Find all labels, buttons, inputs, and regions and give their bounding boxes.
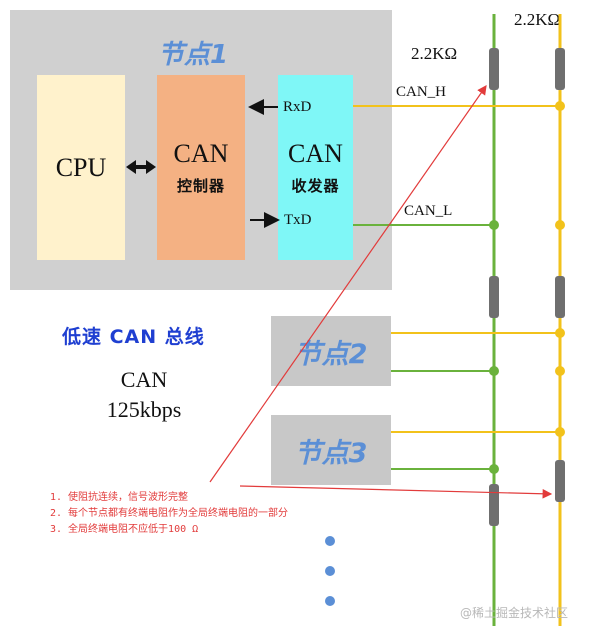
protocol-text: CAN [120,367,168,392]
baudrate-text: 125kbps [106,397,182,422]
resistor-icon [489,484,499,526]
resistor-left-label: 2.2KΩ [411,44,458,63]
can-transceiver-label: CAN [288,139,343,168]
can-transceiver-box: CAN 收发器 [278,75,353,260]
continuation-dot [325,596,335,606]
node3-box: 节点3 [271,415,391,485]
note-2: 2. 每个节点都有终端电阻作为全局终端电阻的一部分 [50,508,289,519]
node1-title: 节点1 [158,40,229,70]
watermark: @稀土掘金技术社区 [460,606,569,620]
txd-label: TxD [284,212,312,228]
bus-type-title: 低速 CAN 总线 [62,326,205,348]
node2-box: 节点2 [271,316,391,386]
node3-title: 节点3 [294,437,368,469]
annotation-arrow [239,485,553,499]
speed-label: CAN 125kbps [84,365,204,425]
cpu-label: CPU [55,152,107,182]
junction-dot [555,427,565,437]
resistor-icon [555,48,565,90]
can-h-label: CAN_H [396,84,447,100]
junction-dot [489,366,499,376]
rxd-label: RxD [283,99,312,115]
can-controller-label: CAN [173,139,229,168]
annotation-arrow [209,85,487,483]
can-l-label: CAN_L [404,203,453,219]
junction-dot [489,464,499,474]
junction-dot [555,328,565,338]
junction-dot [555,366,565,376]
can-transceiver-sublabel: 收发器 [291,177,340,195]
continuation-dot [325,566,335,576]
can-controller-box: CAN 控制器 [157,75,245,260]
resistor-icon [555,460,565,502]
junction-dot [555,220,565,230]
junction-dot [489,220,499,230]
cpu-controller-double-arrow [126,160,156,174]
junction-dot [555,101,565,111]
resistor-icon [489,48,499,90]
note-3: 3. 全局终端电阻不应低于100 Ω [50,524,199,535]
resistor-icon [555,276,565,318]
note-1: 1. 使阻抗连续，信号波形完整 [50,492,189,503]
resistor-right-label: 2.2KΩ [514,10,561,29]
can-controller-sublabel: 控制器 [176,177,225,195]
continuation-dot [325,536,335,546]
cpu-box: CPU [37,75,125,260]
resistor-icon [489,276,499,318]
